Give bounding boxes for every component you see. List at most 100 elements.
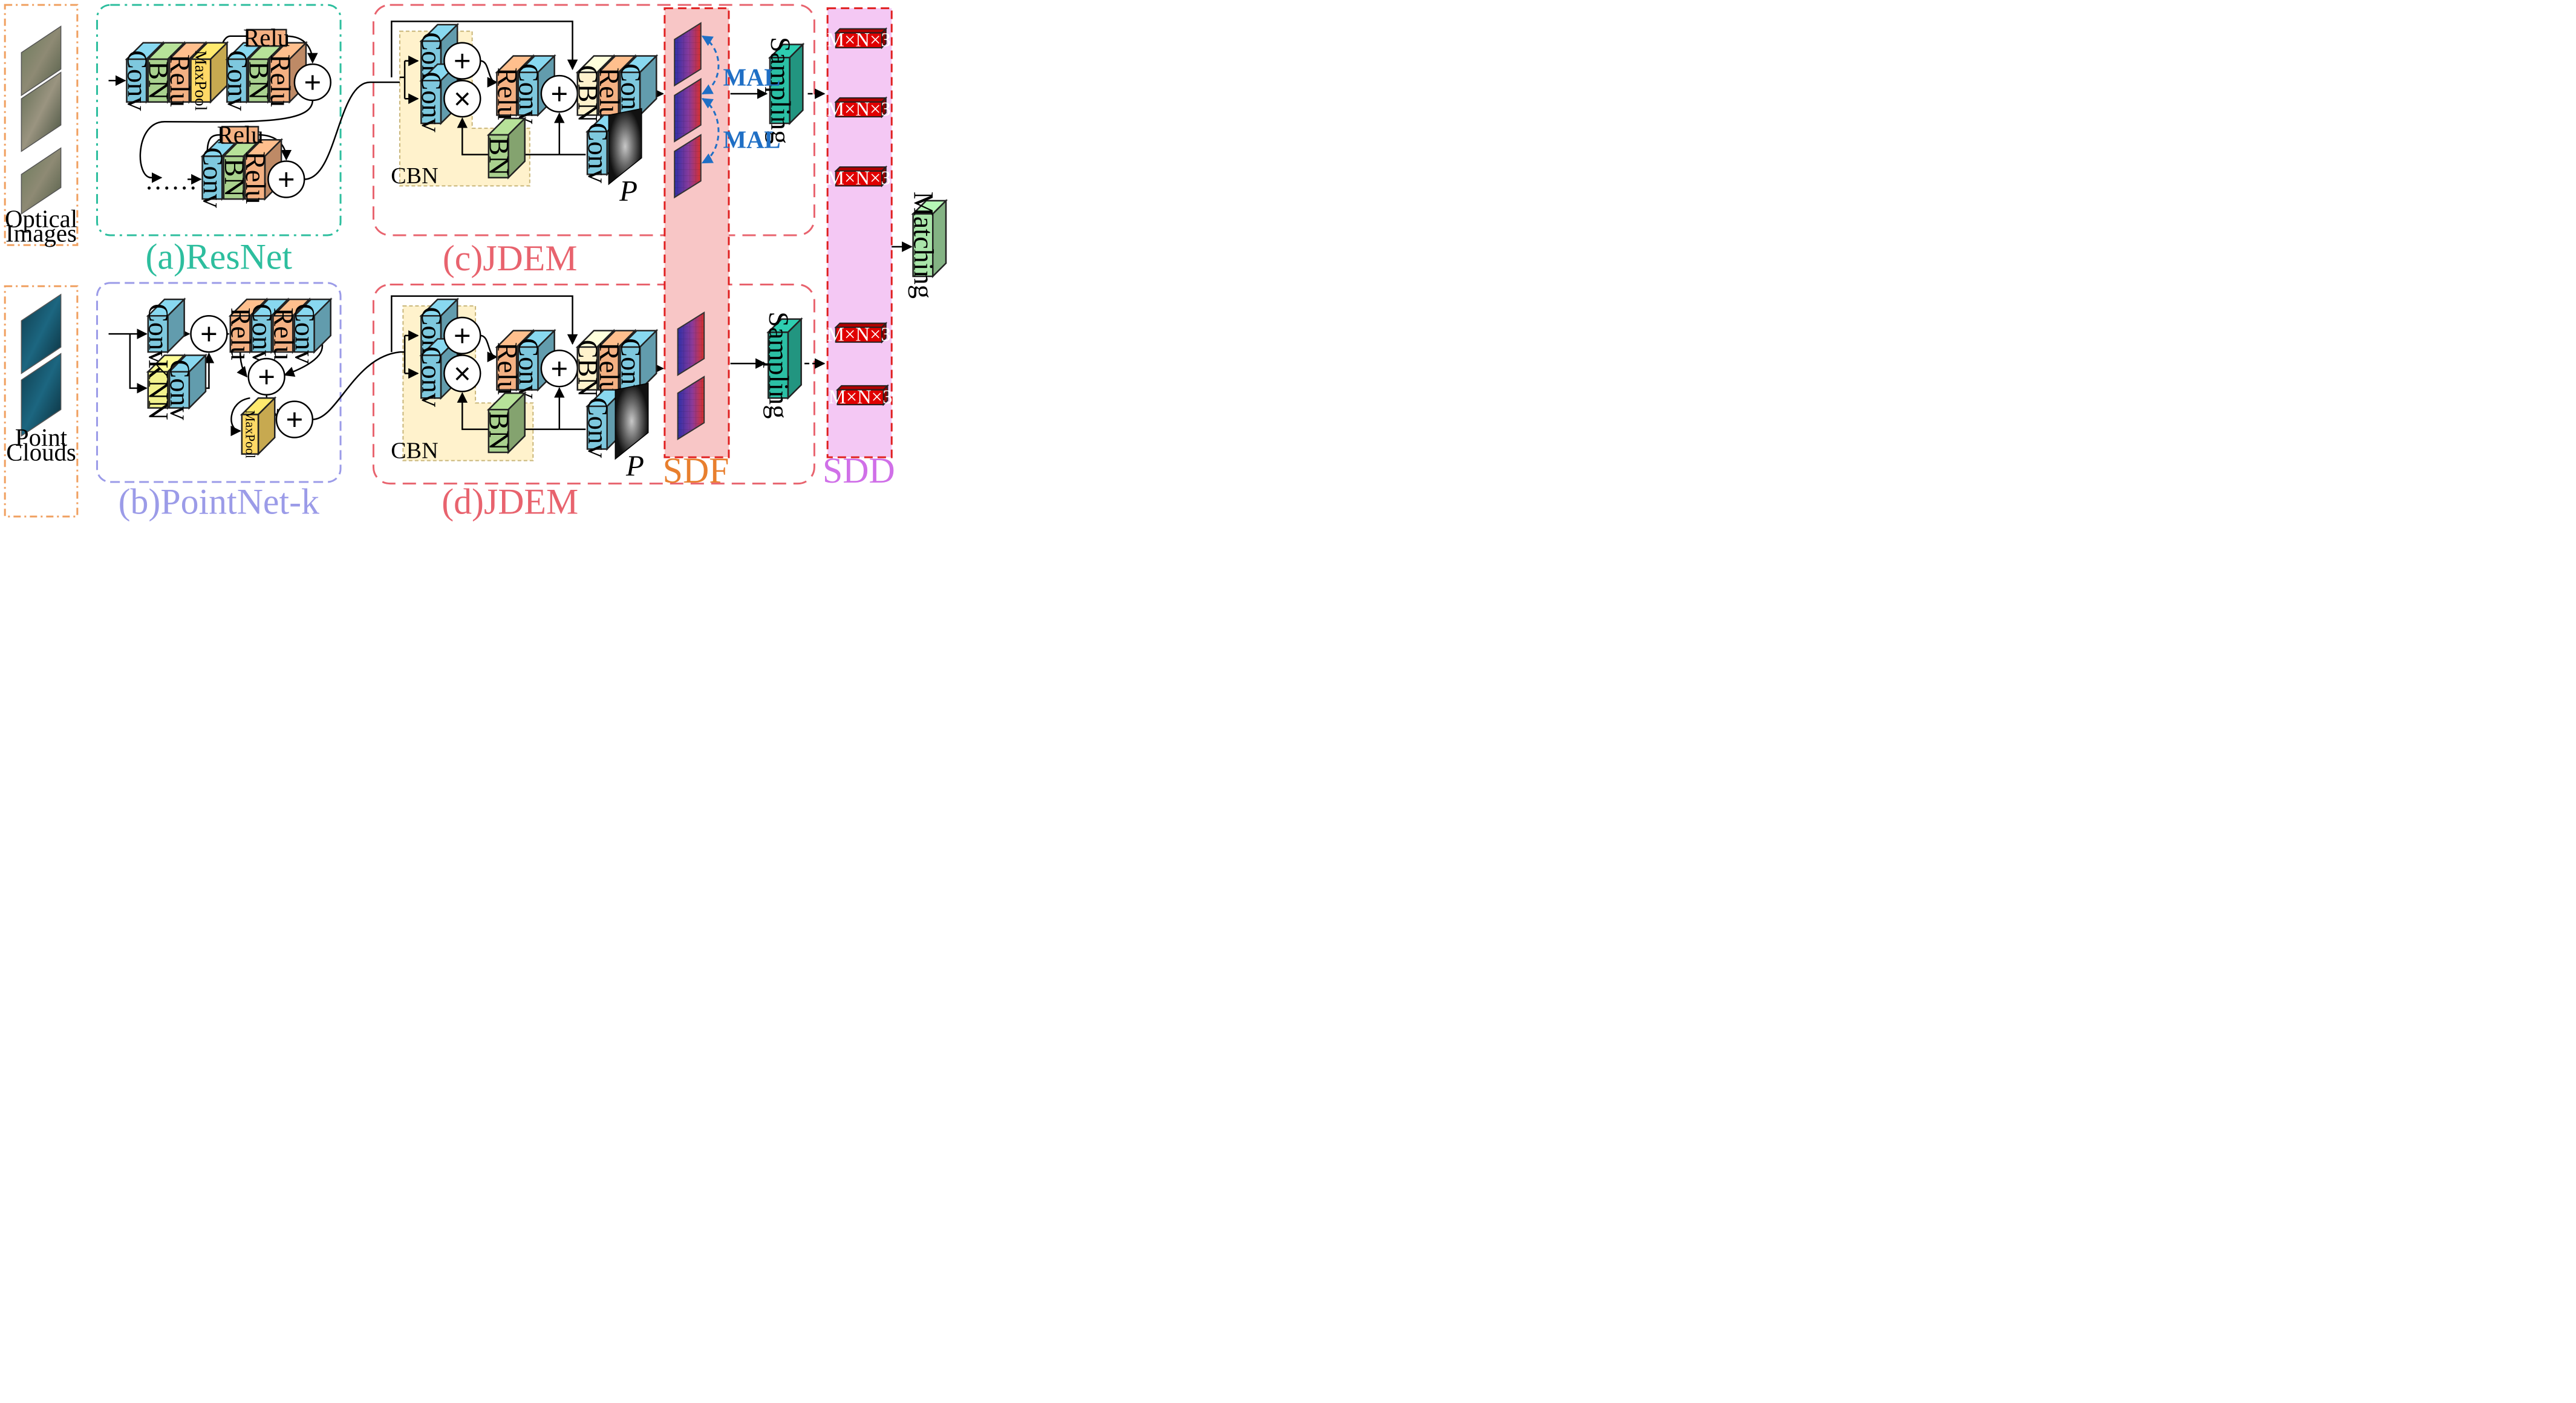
jdem-top-conv-b-label: Conv: [416, 72, 446, 133]
jdem-bottom-add-a: +: [443, 316, 481, 355]
optical-label-line1: Optical: [5, 205, 77, 232]
jdem-bottom-conv-b-label: Conv: [416, 347, 446, 408]
resnet-add-1: +: [293, 63, 331, 102]
jdem-top-conv-p-label: Conv: [582, 123, 613, 184]
jdem-top-conv-c-label: Conv: [513, 63, 544, 125]
resnet-maxpool-1-label: MaxPool: [192, 50, 210, 111]
jdem-bottom-mul: ×: [443, 354, 481, 392]
point-label-line2: Clouds: [6, 439, 76, 466]
jdem-top-relu-a-label: Relu: [491, 67, 522, 120]
sdd-descriptor-5: M×N×3: [829, 384, 893, 408]
pointnet-input-branch: [129, 334, 148, 394]
jdem-bottom-bn-to-mul: [457, 392, 489, 431]
jdem-bottom-p-label: P: [625, 449, 644, 482]
jdem-bottom-add-a-symbol: +: [454, 320, 471, 353]
jdem-bottom-conv-c-label: Conv: [513, 338, 544, 399]
pointnet-add-3: +: [275, 400, 314, 438]
resnet-relu-3-label: Relu: [240, 151, 270, 204]
jdem-bottom-cbn-label: CBN: [391, 438, 438, 463]
resnet-relu-2-label: Relu: [264, 54, 295, 107]
jdem-bottom-conv-b: Conv: [416, 337, 460, 408]
sdd-descriptor-3-label: M×N×3: [827, 168, 891, 189]
matching-block: Matching: [907, 192, 948, 299]
jdem-bottom-skip-top: [391, 295, 578, 353]
mal-label-2: MAL: [723, 126, 780, 154]
jdem-top-title: (c)JDEM: [443, 238, 578, 278]
jdem-bottom-conv-c: Conv: [513, 328, 556, 399]
pointnet-add-3-symbol: +: [286, 404, 304, 437]
pointnet-to-jdem-bottom: [312, 351, 400, 420]
jdem-top-relu-b-label: Relu: [593, 67, 624, 120]
optical-image-3: [21, 147, 62, 215]
pointnet-add-1-symbol: +: [200, 318, 218, 351]
jdem-top-cbn-label: CBN: [572, 65, 603, 123]
jdem-top-add-to-relu: [480, 60, 498, 88]
optical-images-frame: [4, 4, 79, 246]
resnet-add-1-symbol: +: [304, 67, 322, 99]
resnet-add-2: +: [267, 160, 305, 198]
resnet-add-2-symbol: +: [278, 163, 295, 196]
mal-link-2: [701, 97, 720, 164]
resnet-skip-2a: [206, 134, 223, 154]
jdem-bottom-frame: [372, 284, 815, 485]
resnet-ellipsis: ……: [145, 166, 197, 195]
jdem-bottom-mul-symbol: ×: [454, 357, 471, 390]
sdd-descriptor-5-label: M×N×3: [829, 386, 893, 408]
pointnet-to-maxpool: [230, 397, 250, 437]
point-cloud-1: [21, 293, 62, 374]
jdem-top-mul: ×: [443, 80, 481, 118]
jdem-top-bn-to-mul: [457, 117, 489, 155]
point-clouds-frame: [4, 285, 79, 518]
sdf-title: SDF: [663, 451, 729, 490]
resnet-skip-relu-2: [221, 126, 259, 144]
resnet-to-jdem-top: [304, 81, 400, 180]
jdem-bottom-p-image: [615, 382, 649, 460]
resnet-conv-2-label: Conv: [221, 50, 252, 111]
jdem-bottom-bn: BN: [483, 391, 527, 455]
pointnet-add-2-symbol: +: [258, 361, 275, 394]
pointnet-conv-3-label: Conv: [246, 304, 277, 365]
resnet-conv-3-label: Conv: [197, 148, 227, 209]
jdem-bottom-conv-p-label: Conv: [582, 397, 613, 458]
jdem-bottom-title: (d)JDEM: [442, 482, 578, 522]
resnet-skip-relu-1-label: Relu: [243, 24, 290, 51]
sdf-feature-map-1: [674, 22, 702, 87]
sdf-feature-map-2: [674, 77, 702, 143]
jdem-top-add-a-symbol: +: [454, 45, 471, 78]
sdf-feature-map-3: [674, 134, 702, 199]
pointnet-conv-4: Conv: [289, 298, 333, 365]
mal-link-1: [701, 35, 720, 95]
jdem-top-p-image: [608, 108, 642, 186]
sdd-descriptor-4-label: M×N×3: [827, 324, 891, 346]
resnet-frame: [96, 4, 342, 236]
jdem-top-p-label: P: [619, 174, 637, 207]
jdem-top-add-a: +: [443, 42, 481, 80]
point-cloud-2: [21, 353, 62, 437]
pointnet-skip-left: [236, 352, 248, 378]
jdem-top-add-b-symbol: +: [551, 78, 569, 111]
pointnet-maxpool-label: MaxPool: [243, 410, 257, 458]
resnet-maxpool-1: MaxPool: [189, 41, 229, 111]
pointnet-relu-2: Relu: [267, 298, 311, 360]
jdem-bottom-cbn-label: CBN: [572, 340, 603, 397]
pointnet-conv-4-label: Conv: [289, 304, 320, 365]
jdem-bottom-bn-label: BN: [483, 412, 514, 451]
optical-label-line2: Images: [5, 220, 77, 247]
sampling-top-label: Sampling: [765, 37, 795, 144]
jdem-bottom-add-b-symbol: +: [551, 353, 569, 385]
sdd-descriptor-4: M×N×3: [827, 322, 891, 346]
sdd-title: SDD: [823, 451, 895, 490]
sdd-descriptor-2: M×N×3: [827, 96, 891, 120]
pointnet-knn-label: KNN: [143, 360, 174, 420]
pointnet-conv-2: Conv: [164, 353, 208, 421]
pointnet-add-2: +: [247, 357, 285, 396]
resnet-bn-2-label: BN: [243, 61, 274, 100]
optical-image-1: [21, 25, 62, 97]
jdem-bottom-relu-a-label: Relu: [491, 342, 522, 395]
sampling-bottom: Sampling: [763, 311, 803, 418]
mal-label-1: MAL: [723, 63, 780, 91]
jdem-top-cbn-label: CBN: [391, 163, 438, 189]
resnet-bn-1-label: BN: [143, 61, 174, 100]
